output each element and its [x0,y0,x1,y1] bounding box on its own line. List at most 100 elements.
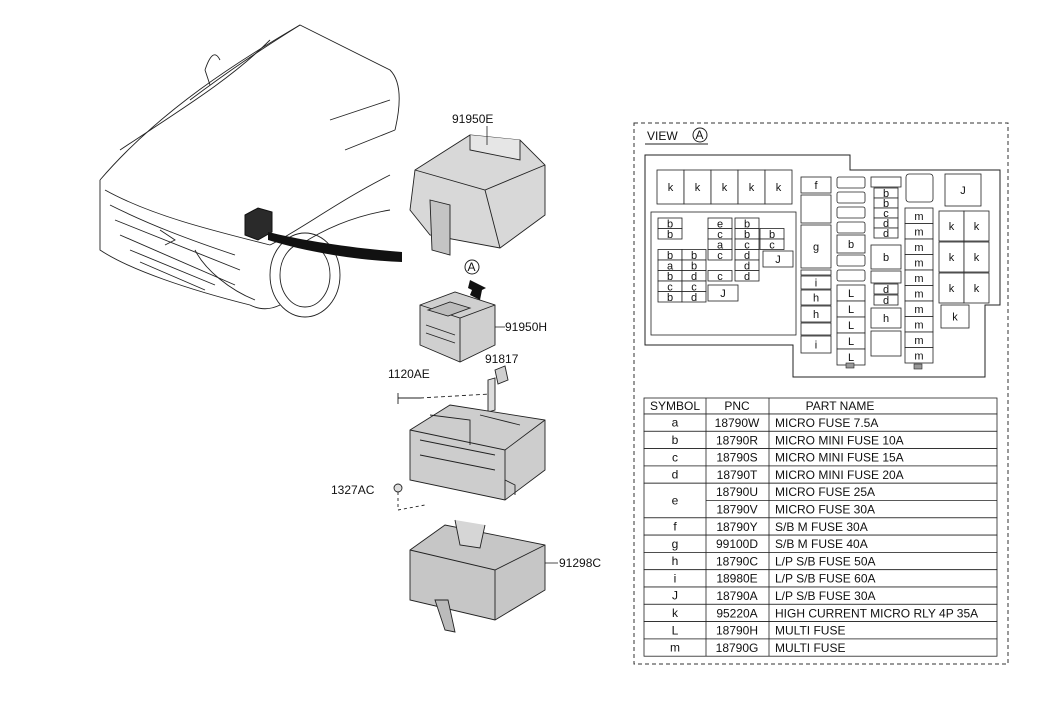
slot-empty [870,270,902,284]
table-pnc: 95220A [716,606,757,620]
table-part-name: MICRO FUSE 25A [775,485,875,499]
left-fuse-panel [650,211,797,336]
multi-fuse-slot [836,176,866,189]
table-symbol: i [674,571,677,585]
relay-k: k [722,182,728,194]
fuse-c-box [707,249,733,261]
table-symbol: d [672,468,679,482]
view-letter-circle [692,127,708,143]
fuse-b: b [744,218,750,230]
fuse-g: g [813,242,819,254]
fuse-b: b [667,218,673,230]
table-symbol: g [672,537,679,551]
fuse-c: c [717,271,723,283]
fuse-i-box [800,275,832,290]
multi-fuse-m: m [914,257,923,269]
multi-fuse-slot [905,173,934,203]
fuse-d: d [744,250,750,262]
relay-k: k [776,182,782,194]
lower-cover [409,519,546,633]
fuse-box-location-marker [244,207,402,262]
multi-fuse-slot [836,206,866,219]
relay-k: k [668,182,674,194]
fuse-a: a [717,239,724,251]
table-pnc: 18790W [715,416,760,430]
fuse-J: J [720,288,726,300]
callout-clip: 1327AC [331,483,375,497]
relay-k: k [974,221,980,233]
fuse-c: c [717,250,723,262]
table-part-name: S/B M FUSE 40A [775,537,868,551]
fuse-J-box [707,284,739,302]
fuse-c-box [707,270,733,282]
fuse-f: f [814,180,818,192]
clip-part [393,483,426,511]
view-panel-border [633,122,1009,665]
fuse-relay-block [419,291,496,363]
table-pnc: 18790C [716,554,758,568]
table-symbol: c [672,450,678,464]
multi-fuse-m: m [914,304,923,316]
multi-fuse-m: m [914,319,923,331]
relay-k-box [683,169,712,205]
fuse-e: e [717,218,723,230]
relay-k: k [949,252,955,264]
table-pnc: 18790H [716,624,758,638]
fuse-b: b [667,250,673,262]
fuse-d: d [883,218,889,230]
fuse-h: h [813,309,819,321]
fuse-d: d [883,228,889,240]
slot-empty [870,330,902,357]
view-title: VIEW [647,129,678,143]
multi-fuse-m: m [914,335,923,347]
multi-fuse-m: m [914,273,923,285]
fuse-a: a [667,260,674,272]
fuse-b: b [744,229,750,241]
view-a-marker: A [464,259,486,300]
multi-fuse-L: L [848,352,854,364]
table-part-name: MICRO FUSE 30A [775,503,875,517]
fuse-J-box [762,250,794,268]
table-header: PNC [724,399,750,413]
fuse-d-box [873,294,899,306]
fuse-d-box [734,270,760,282]
fuse-h-box [800,289,832,306]
table-symbol: b [672,433,679,447]
relay-k: k [949,221,955,233]
fuse-b: b [667,292,673,304]
multi-fuse-slot [836,254,866,267]
table-header: SYMBOL [650,399,700,413]
slot-empty [800,194,832,224]
multi-fuse-m: m [914,211,923,223]
fuse-b: b [883,252,889,264]
relay-k: k [749,182,755,194]
table-part-name: L/P S/B FUSE 50A [775,554,876,568]
table-part-name: MICRO MINI FUSE 15A [775,451,904,465]
table-pnc: 18790R [716,433,758,447]
relay-k-box [963,241,990,273]
table-part-name: MULTI FUSE [775,624,845,638]
fuse-d: d [744,271,750,283]
relay-k-box [940,304,970,329]
table-part-name: MULTI FUSE [775,641,845,655]
relay-k-box [656,169,685,205]
relay-k: k [974,252,980,264]
table-pnc: 18790T [717,468,758,482]
relay-k-box [938,210,965,242]
fuse-i: i [815,340,817,352]
fuse-box-cover [409,134,546,256]
fuse-d: d [883,284,889,296]
multi-fuse-slot [836,269,866,282]
table-symbol: m [670,641,680,655]
fuse-d-box [873,283,899,295]
table-part-name: L/P S/B FUSE 30A [775,589,876,603]
multi-fuse-L: L [848,320,854,332]
table-symbol: e [672,494,679,508]
